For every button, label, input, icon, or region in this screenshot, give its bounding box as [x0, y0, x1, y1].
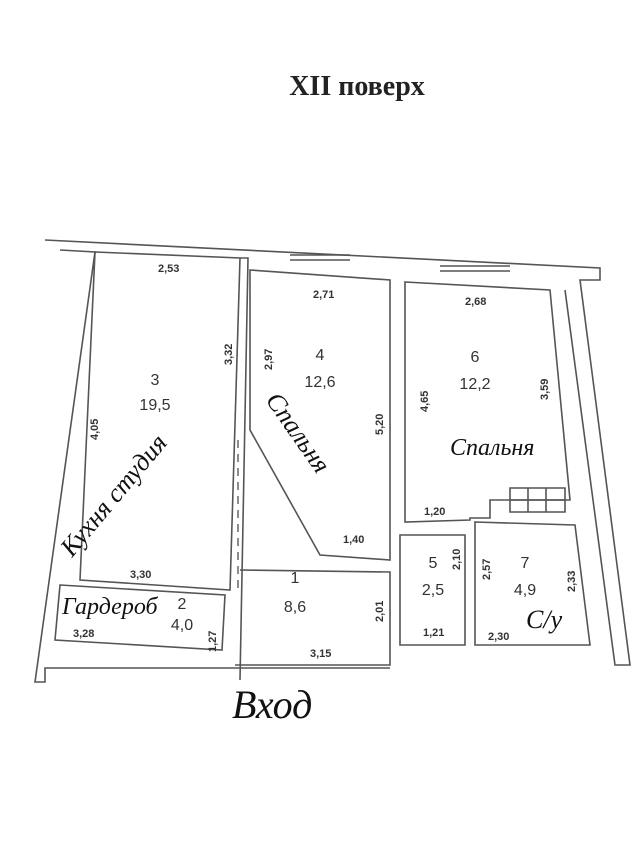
dimension: 2,97 [263, 349, 275, 370]
dimension: 1,40 [343, 534, 364, 546]
dimension: 2,10 [451, 549, 463, 570]
room-3-area: 19,5 [139, 397, 170, 414]
dimension: 2,68 [465, 296, 486, 308]
room-7-number: 7 [521, 555, 530, 572]
bathroom-label: С/у [526, 605, 563, 634]
dimension: 2,33 [566, 571, 578, 592]
room-4-number: 4 [316, 347, 325, 364]
room-4-area: 12,6 [304, 374, 335, 391]
dimension: 2,57 [481, 559, 493, 580]
room-3-number: 3 [151, 372, 160, 389]
dimension: 4,05 [89, 419, 101, 440]
dimension: 2,71 [313, 289, 334, 301]
room-5-number: 5 [429, 555, 438, 572]
dimension: 3,30 [130, 569, 151, 581]
bedroom-2-label: Спальня [450, 435, 534, 461]
dimension: 3,28 [73, 628, 94, 640]
wardrobe-label: Гардероб [61, 594, 159, 620]
dimensions: 2,53 3,32 4,05 2,97 2,71 5,20 1,40 3,30 … [73, 263, 578, 660]
dimension: 1,27 [207, 631, 219, 652]
dimension: 4,65 [419, 391, 431, 412]
room-2-area: 4,0 [171, 617, 193, 634]
room-5-area: 2,5 [422, 582, 444, 599]
entrance-label: Вход [232, 682, 312, 727]
dimension: 3,59 [539, 379, 551, 400]
dimension: 2,30 [488, 631, 509, 643]
floor-title: XII поверх [289, 71, 425, 102]
dimension: 1,21 [423, 627, 444, 639]
dimension: 3,15 [310, 648, 331, 660]
room-1-area: 8,6 [284, 599, 306, 616]
room-6-area: 12,2 [459, 376, 490, 393]
bedroom-1-label: Спальня [260, 387, 336, 479]
room-7-area: 4,9 [514, 582, 536, 599]
dimension: 1,20 [424, 506, 445, 518]
dimension: 5,20 [374, 414, 386, 435]
dimension: 3,32 [223, 344, 235, 365]
walls [34, 239, 631, 683]
kitchen-studio-label: Кухня студия [54, 429, 173, 563]
dimension: 2,53 [158, 263, 179, 275]
room-1-number: 1 [291, 570, 300, 587]
room-2-number: 2 [178, 596, 187, 613]
dimension: 2,01 [374, 601, 386, 622]
room-6-number: 6 [471, 349, 480, 366]
